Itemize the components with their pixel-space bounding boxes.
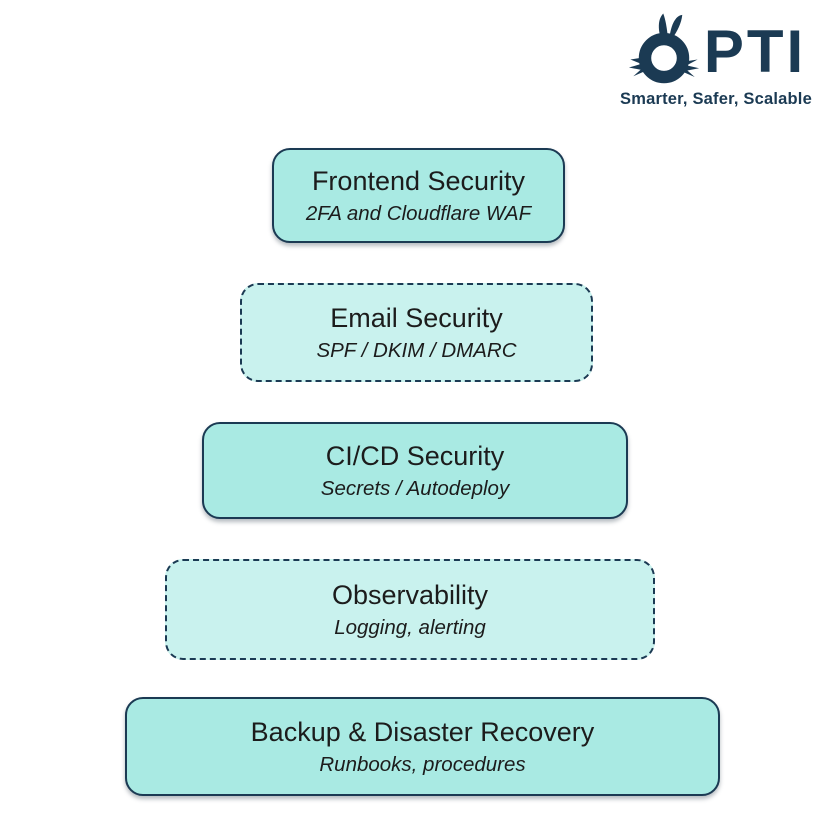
layer-title: Email Security [330, 303, 503, 334]
layer-subtitle: Logging, alerting [334, 615, 486, 639]
layer-cicd-security: CI/CD Security Secrets / Autodeploy [202, 422, 628, 519]
layer-title: Frontend Security [311, 166, 526, 197]
layer-subtitle: SPF / DKIM / DMARC [316, 338, 517, 362]
layer-title: Observability [331, 580, 489, 611]
layer-subtitle: 2FA and Cloudflare WAF [305, 201, 532, 225]
brand-logo: PTI Smarter, Safer, Scalable [618, 12, 814, 109]
layer-backup-disaster-recovery: Backup & Disaster Recovery Runbooks, pro… [125, 697, 720, 796]
brand-tagline: Smarter, Safer, Scalable [620, 90, 812, 108]
brand-logo-row: PTI [626, 12, 806, 88]
brand-name: PTI [703, 18, 807, 85]
layer-observability: Observability Logging, alerting [165, 559, 655, 660]
layer-subtitle: Secrets / Autodeploy [320, 476, 510, 500]
layer-subtitle: Runbooks, procedures [319, 752, 526, 776]
opti-mascot-icon [628, 13, 699, 84]
layer-title: CI/CD Security [325, 441, 505, 472]
layer-title: Backup & Disaster Recovery [250, 717, 595, 748]
layer-frontend-security: Frontend Security 2FA and Cloudflare WAF [272, 148, 565, 243]
layer-email-security: Email Security SPF / DKIM / DMARC [240, 283, 593, 382]
